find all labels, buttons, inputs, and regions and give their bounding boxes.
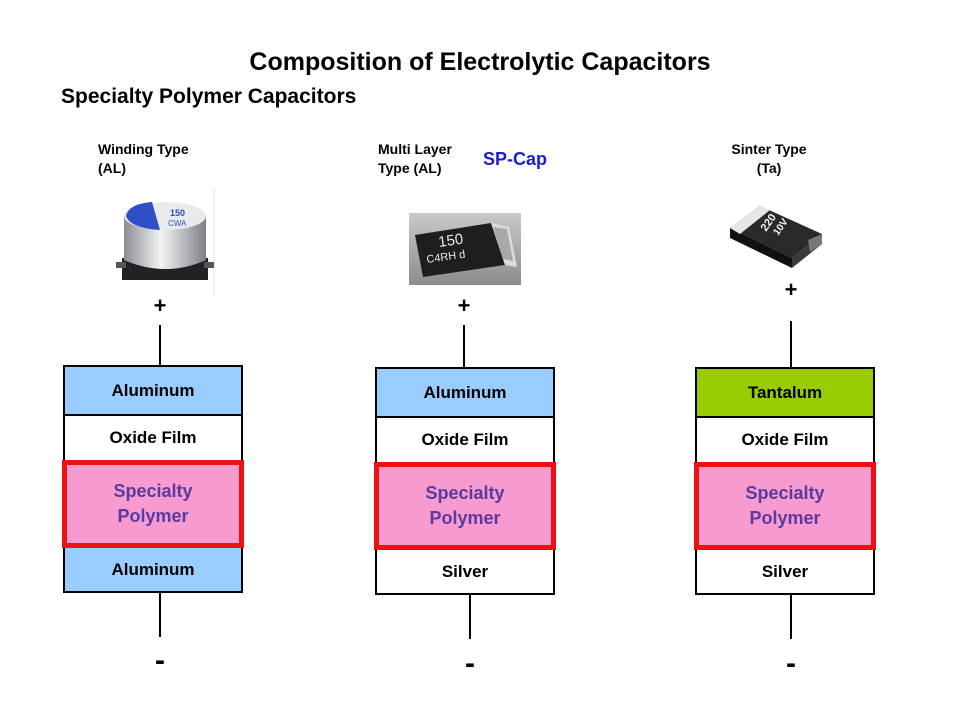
layer-silver: Silver bbox=[377, 550, 553, 593]
sp-cap-chip-icon: 150 C4RH d bbox=[409, 213, 521, 285]
sinter-layer-stack: Tantalum Oxide Film Specialty Polymer Si… bbox=[694, 367, 876, 595]
slide-subtitle: Specialty Polymer Capacitors bbox=[61, 85, 357, 108]
polymer-label-line1: Specialty bbox=[745, 483, 825, 503]
polymer-label-line1: Specialty bbox=[113, 481, 193, 501]
multilayer-layer-stack: Aluminum Oxide Film Specialty Polymer Si… bbox=[374, 367, 556, 595]
positive-terminal-label: + bbox=[784, 277, 798, 302]
negative-terminal-label: - bbox=[465, 647, 475, 680]
negative-lead-line bbox=[790, 594, 792, 639]
slide-title: Composition of Electrolytic Capacitors bbox=[249, 48, 711, 76]
negative-lead-line bbox=[469, 594, 471, 639]
positive-lead-line bbox=[159, 325, 161, 365]
tantalum-chip-icon: 220 10V bbox=[730, 206, 822, 268]
type-label-line1: Sinter Type bbox=[731, 141, 807, 157]
layer-tantalum: Tantalum bbox=[697, 369, 873, 416]
svg-text:C4RH d: C4RH d bbox=[426, 249, 466, 266]
polymer-label-line2: Polymer bbox=[117, 506, 189, 526]
type-label-line1: Winding Type bbox=[98, 141, 189, 157]
layer-oxide-film: Oxide Film bbox=[377, 416, 553, 462]
radial-can-capacitor-icon: 150 CWA bbox=[116, 188, 215, 296]
negative-terminal-label: - bbox=[155, 644, 165, 677]
sp-cap-badge: SP-Cap bbox=[483, 149, 548, 169]
layer-oxide-film: Oxide Film bbox=[65, 414, 241, 460]
type-label-line2: (Ta) bbox=[756, 160, 782, 176]
layer-specialty-polymer: Specialty Polymer bbox=[62, 460, 244, 548]
positive-terminal-label: + bbox=[153, 293, 167, 318]
svg-text:150: 150 bbox=[437, 231, 464, 251]
layer-silver: Silver bbox=[697, 550, 873, 593]
winding-layer-stack: Aluminum Oxide Film Specialty Polymer Al… bbox=[62, 365, 244, 593]
type-label-line2: (AL) bbox=[98, 160, 126, 176]
svg-text:CWA: CWA bbox=[168, 219, 187, 228]
type-label-line1: Multi Layer bbox=[378, 141, 452, 157]
layer-oxide-film: Oxide Film bbox=[697, 416, 873, 462]
sinter-type-label: Sinter Type (Ta) bbox=[726, 140, 812, 178]
layer-aluminum: Aluminum bbox=[377, 369, 553, 416]
layer-aluminum-top: Aluminum bbox=[65, 367, 241, 414]
winding-type-label: Winding Type (AL) bbox=[98, 140, 189, 178]
multilayer-type-label: Multi Layer Type (AL) bbox=[378, 140, 452, 178]
positive-lead-line bbox=[463, 325, 465, 368]
negative-terminal-label: - bbox=[786, 647, 796, 680]
layer-specialty-polymer: Specialty Polymer bbox=[694, 462, 876, 550]
positive-terminal-label: + bbox=[457, 293, 471, 318]
layer-specialty-polymer: Specialty Polymer bbox=[374, 462, 556, 550]
positive-lead-line bbox=[790, 321, 792, 368]
polymer-label-line2: Polymer bbox=[749, 508, 821, 528]
negative-lead-line bbox=[159, 592, 161, 637]
polymer-label-line2: Polymer bbox=[429, 508, 501, 528]
winding-capacitor-photo: 150 CWA bbox=[112, 188, 216, 296]
sp-cap-photo: 150 C4RH d bbox=[409, 213, 521, 285]
layer-aluminum-bottom: Aluminum bbox=[65, 548, 241, 591]
polymer-label-line1: Specialty bbox=[425, 483, 505, 503]
svg-text:150: 150 bbox=[170, 208, 185, 218]
tantalum-capacitor-photo: 220 10V bbox=[726, 198, 826, 270]
type-label-line2: Type (AL) bbox=[378, 160, 442, 176]
